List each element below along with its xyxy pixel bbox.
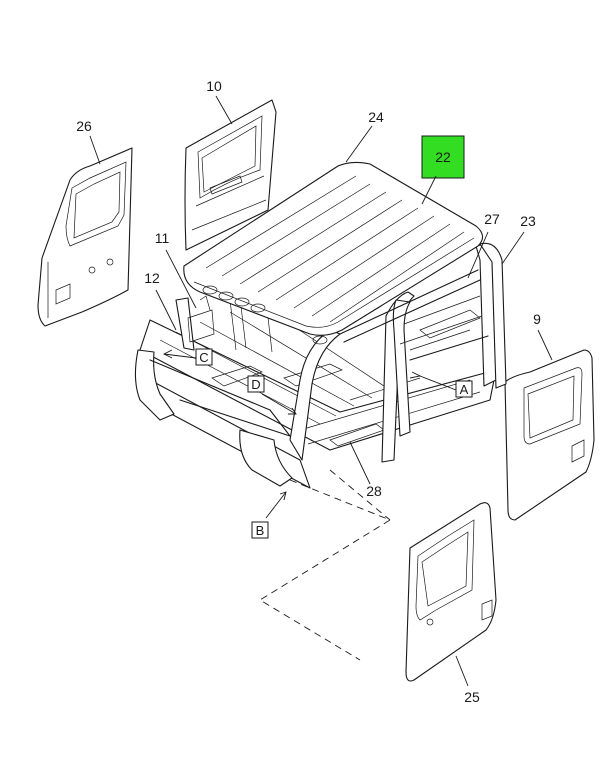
view-label-c: C (195, 348, 213, 366)
rear-panel-part-10 (184, 99, 277, 251)
leader-lines (89, 95, 553, 687)
view-label-a-text: A (460, 382, 469, 397)
view-label-d-text: D (251, 377, 260, 392)
highlight-box-22: 22 (421, 135, 465, 179)
door-part-25 (405, 502, 497, 682)
callout-11: 11 (155, 230, 170, 246)
callout-26: 26 (76, 118, 92, 134)
callout-27: 27 (484, 211, 500, 227)
view-label-b: B (251, 521, 269, 539)
callout-25: 25 (464, 689, 480, 705)
alignment-dashed-lines (259, 469, 391, 661)
callout-12: 12 (144, 270, 160, 286)
cab-frame (134, 242, 507, 489)
callout-24: 24 (368, 109, 384, 125)
view-label-b-text: B (256, 523, 265, 538)
callout-28: 28 (366, 483, 382, 499)
view-label-d: D (247, 375, 265, 393)
callout-22: 22 (435, 149, 451, 165)
callout-23: 23 (520, 213, 536, 229)
door-part-26 (37, 147, 133, 327)
view-label-c-text: C (199, 350, 208, 365)
side-panel-part-9 (504, 349, 595, 521)
callout-10: 10 (206, 78, 222, 94)
callout-9: 9 (533, 311, 541, 327)
callout-numbers: 26 10 24 27 23 11 12 9 28 25 (76, 78, 541, 705)
roof-part-24 (183, 161, 484, 345)
view-label-a: A (455, 380, 473, 398)
